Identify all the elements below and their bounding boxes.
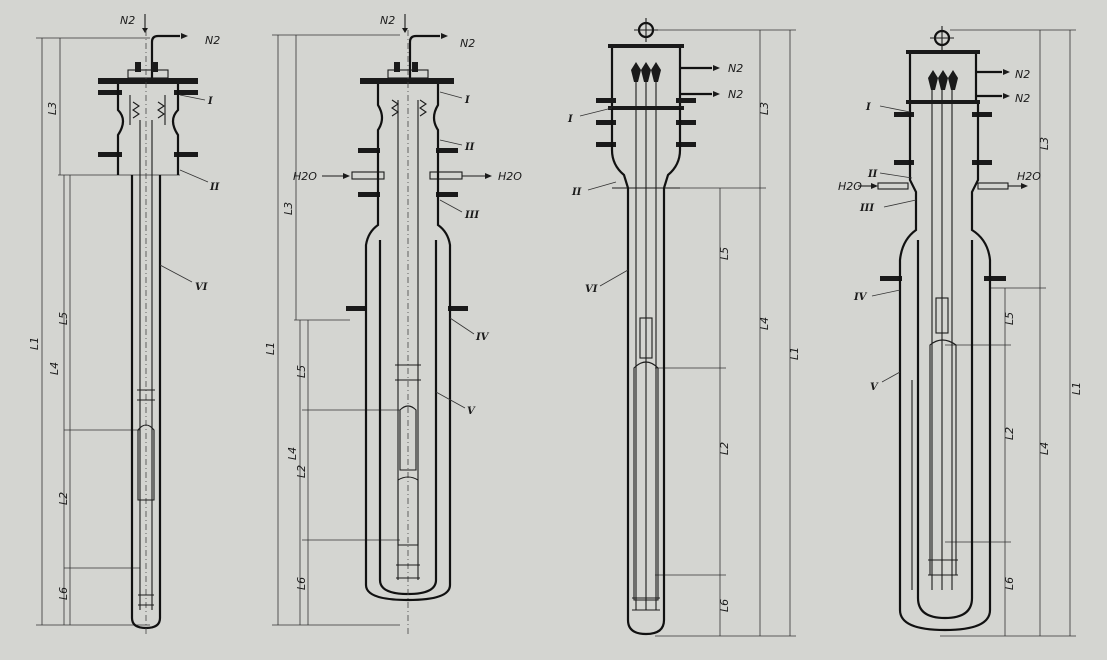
label-n2-out: N2 xyxy=(205,34,220,47)
part-label-v-fig2: V xyxy=(467,406,476,417)
label-l4: L4 xyxy=(48,362,61,375)
part-label-iv-fig4: IV xyxy=(853,292,868,303)
label-l2: L2 xyxy=(57,492,70,505)
part-label-i-fig4: I xyxy=(865,102,871,113)
label-l6: L6 xyxy=(295,577,308,590)
part-label-vi-fig3: VI xyxy=(585,284,598,295)
label-l1: L1 xyxy=(28,337,41,350)
figure-1: L1 L3 L4 L5 L2 L6 N2 N2 I xyxy=(28,14,220,635)
label-h2o-in: H2O xyxy=(293,170,317,183)
jacket-outer xyxy=(364,150,452,602)
part-label-ii-fig1: II xyxy=(209,182,220,193)
label-l1: L1 xyxy=(264,342,277,355)
label-l4: L4 xyxy=(286,447,299,460)
label-n2-in: N2 xyxy=(380,14,395,27)
label-l5: L5 xyxy=(295,365,308,378)
part-label-ii-fig3: II xyxy=(571,187,582,198)
label-l2: L2 xyxy=(1003,427,1016,440)
label-h2o-out: H2O xyxy=(1017,170,1041,183)
part-label-iv-fig2: IV xyxy=(475,332,490,343)
label-l5: L5 xyxy=(718,247,731,260)
part-label-i-fig1: I xyxy=(207,96,213,107)
label-l1: L1 xyxy=(788,347,801,360)
part-label-i-fig2: I xyxy=(464,95,470,106)
tube-outer xyxy=(626,188,666,636)
label-l4: L4 xyxy=(1038,442,1051,455)
label-h2o-out: H2O xyxy=(498,170,522,183)
label-n2-bottom: N2 xyxy=(728,88,743,101)
label-l6: L6 xyxy=(1003,577,1016,590)
part-label-vi-fig1: VI xyxy=(195,282,208,293)
label-l3: L3 xyxy=(758,102,771,115)
label-l3: L3 xyxy=(1038,137,1051,150)
part-label-ii-fig2: II xyxy=(464,142,475,153)
label-l1: L1 xyxy=(1070,382,1083,395)
label-l6: L6 xyxy=(57,587,70,600)
part-label-v-fig4: V xyxy=(870,382,879,393)
label-n2-in: N2 xyxy=(120,14,135,27)
label-h2o-in: H2O xyxy=(838,180,862,193)
figure-4: L1 L3 L4 L5 L2 L6 N2 N2 H2O H2O xyxy=(838,26,1083,637)
label-l2: L2 xyxy=(718,442,731,455)
label-l3: L3 xyxy=(282,202,295,215)
figure-2: L1 L3 L4 L5 L2 L6 N2 N2 H2O xyxy=(264,14,522,635)
label-n2-out: N2 xyxy=(460,37,475,50)
label-l2: L2 xyxy=(295,465,308,478)
label-n2-top: N2 xyxy=(1015,68,1030,81)
label-l5: L5 xyxy=(57,312,70,325)
part-label-iii-fig4: III xyxy=(859,203,874,214)
label-l5: L5 xyxy=(1003,312,1016,325)
label-l3: L3 xyxy=(46,102,59,115)
jacket-outer xyxy=(898,104,992,632)
part-label-ii-fig4: II xyxy=(867,169,878,180)
label-n2-bottom: N2 xyxy=(1015,92,1030,105)
part-label-i-fig3: I xyxy=(567,114,573,125)
label-l4: L4 xyxy=(758,317,771,330)
label-l6: L6 xyxy=(718,599,731,612)
part-label-iii-fig2: III xyxy=(464,210,479,221)
label-n2-top: N2 xyxy=(728,62,743,75)
figure-3: L1 L3 L4 L5 L2 L6 N2 N2 xyxy=(567,18,801,637)
